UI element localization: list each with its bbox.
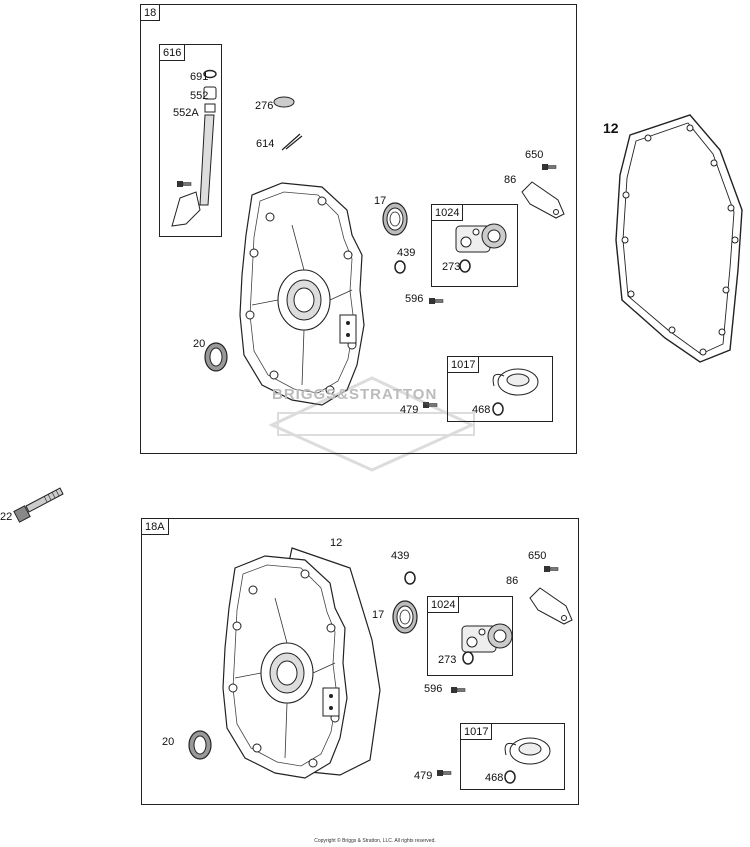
subassembly-1017: 1017 468 [460,723,565,790]
seal-276 [273,96,295,108]
subassembly-1024: 1024 273 [431,204,518,287]
part-552A [204,103,216,113]
copyright-notice: Copyright © Briggs & Stratton, LLC. All … [314,838,436,844]
callout-273: 273 [438,654,457,666]
callout-614: 614 [256,138,275,150]
callout-86: 86 [504,174,517,186]
subassembly-1017: 1017 468 [447,356,553,422]
callout-86: 86 [506,575,519,587]
governor-arm [171,191,201,227]
subassembly-tag: 1024 [427,596,460,613]
callout-273: 273 [442,261,461,273]
subassembly-1024: 1024 273 [427,596,513,676]
ring-691 [203,69,217,79]
diagram-panel-18: 18 616 691 552 552A 276 614 17 439 650 8… [140,4,577,454]
pin-614 [281,133,303,151]
brand-watermark [268,376,476,472]
bushing-552 [203,86,217,100]
callout-552A: 552A [173,107,199,119]
callout-12: 12 [330,537,343,549]
callout-468: 468 [485,772,504,784]
subassembly-tag: 616 [159,44,186,61]
callout-gasket-12: 12 [603,120,619,136]
callout-276: 276 [255,100,274,112]
callout-20: 20 [162,736,175,748]
callout-650: 650 [525,149,544,161]
gasket-12 [615,114,743,363]
callout-552: 552 [190,90,209,102]
callout-596: 596 [405,293,424,305]
subassembly-tag: 1024 [431,204,464,221]
callout-bolt-22: 22 [0,511,13,523]
panel-tag: 18A [141,518,169,535]
subassembly-tag: 1017 [447,356,480,373]
bolt-22 [13,487,64,523]
callout-17: 17 [372,609,385,621]
callout-20: 20 [193,338,206,350]
callout-650: 650 [528,550,547,562]
callout-691: 691 [190,71,209,83]
callout-596: 596 [424,683,443,695]
callout-439: 439 [397,247,416,259]
callout-479: 479 [414,770,433,782]
subassembly-616: 616 691 552 552A [159,44,222,237]
callout-479: 479 [400,404,419,416]
governor-shaft [199,114,215,206]
panel-tag: 18 [140,4,161,21]
callout-439: 439 [391,550,410,562]
callout-468: 468 [472,404,491,416]
subassembly-tag: 1017 [460,723,493,740]
watermark-text: BRIGGS&STRATTON [272,386,438,403]
callout-17: 17 [374,195,387,207]
diagram-panel-18A: 18A 12 439 650 86 17 596 20 479 1024 273… [141,518,579,805]
